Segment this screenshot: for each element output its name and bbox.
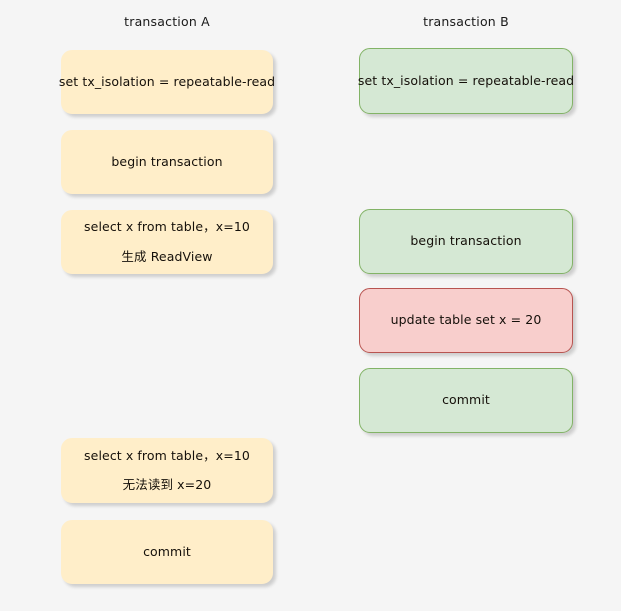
node-line: commit — [143, 543, 191, 559]
node-line: begin transaction — [410, 233, 522, 249]
node-b-begin-transaction[interactable]: begin transaction — [359, 209, 573, 274]
column-title-transaction-b: transaction B — [423, 14, 509, 29]
node-line: set tx_isolation = repeatable-read — [357, 72, 575, 88]
node-line: select x from table，x=10 — [84, 447, 250, 463]
node-a-commit[interactable]: commit — [61, 520, 273, 584]
node-line: begin transaction — [111, 153, 223, 169]
node-a-select-readview[interactable]: select x from table，x=10 生成 ReadView — [61, 210, 273, 274]
node-a-select-cannot-read[interactable]: select x from table，x=10 无法读到 x=20 — [61, 438, 273, 503]
node-b-set-isolation[interactable]: set tx_isolation = repeatable-read — [357, 48, 575, 114]
column-title-transaction-a: transaction A — [124, 14, 210, 29]
node-line: select x from table，x=10 — [84, 219, 250, 234]
node-b-commit[interactable]: commit — [359, 368, 573, 433]
node-line: set tx_isolation = repeatable-read — [58, 73, 276, 89]
node-a-begin-transaction[interactable]: begin transaction — [61, 130, 273, 194]
node-line: commit — [442, 392, 490, 408]
node-b-update-table[interactable]: update table set x = 20 — [359, 288, 573, 353]
node-line: update table set x = 20 — [390, 312, 542, 328]
node-a-set-isolation[interactable]: set tx_isolation = repeatable-read — [58, 50, 276, 114]
node-line: 生成 ReadView — [121, 248, 213, 264]
node-line: 无法读到 x=20 — [122, 477, 212, 492]
